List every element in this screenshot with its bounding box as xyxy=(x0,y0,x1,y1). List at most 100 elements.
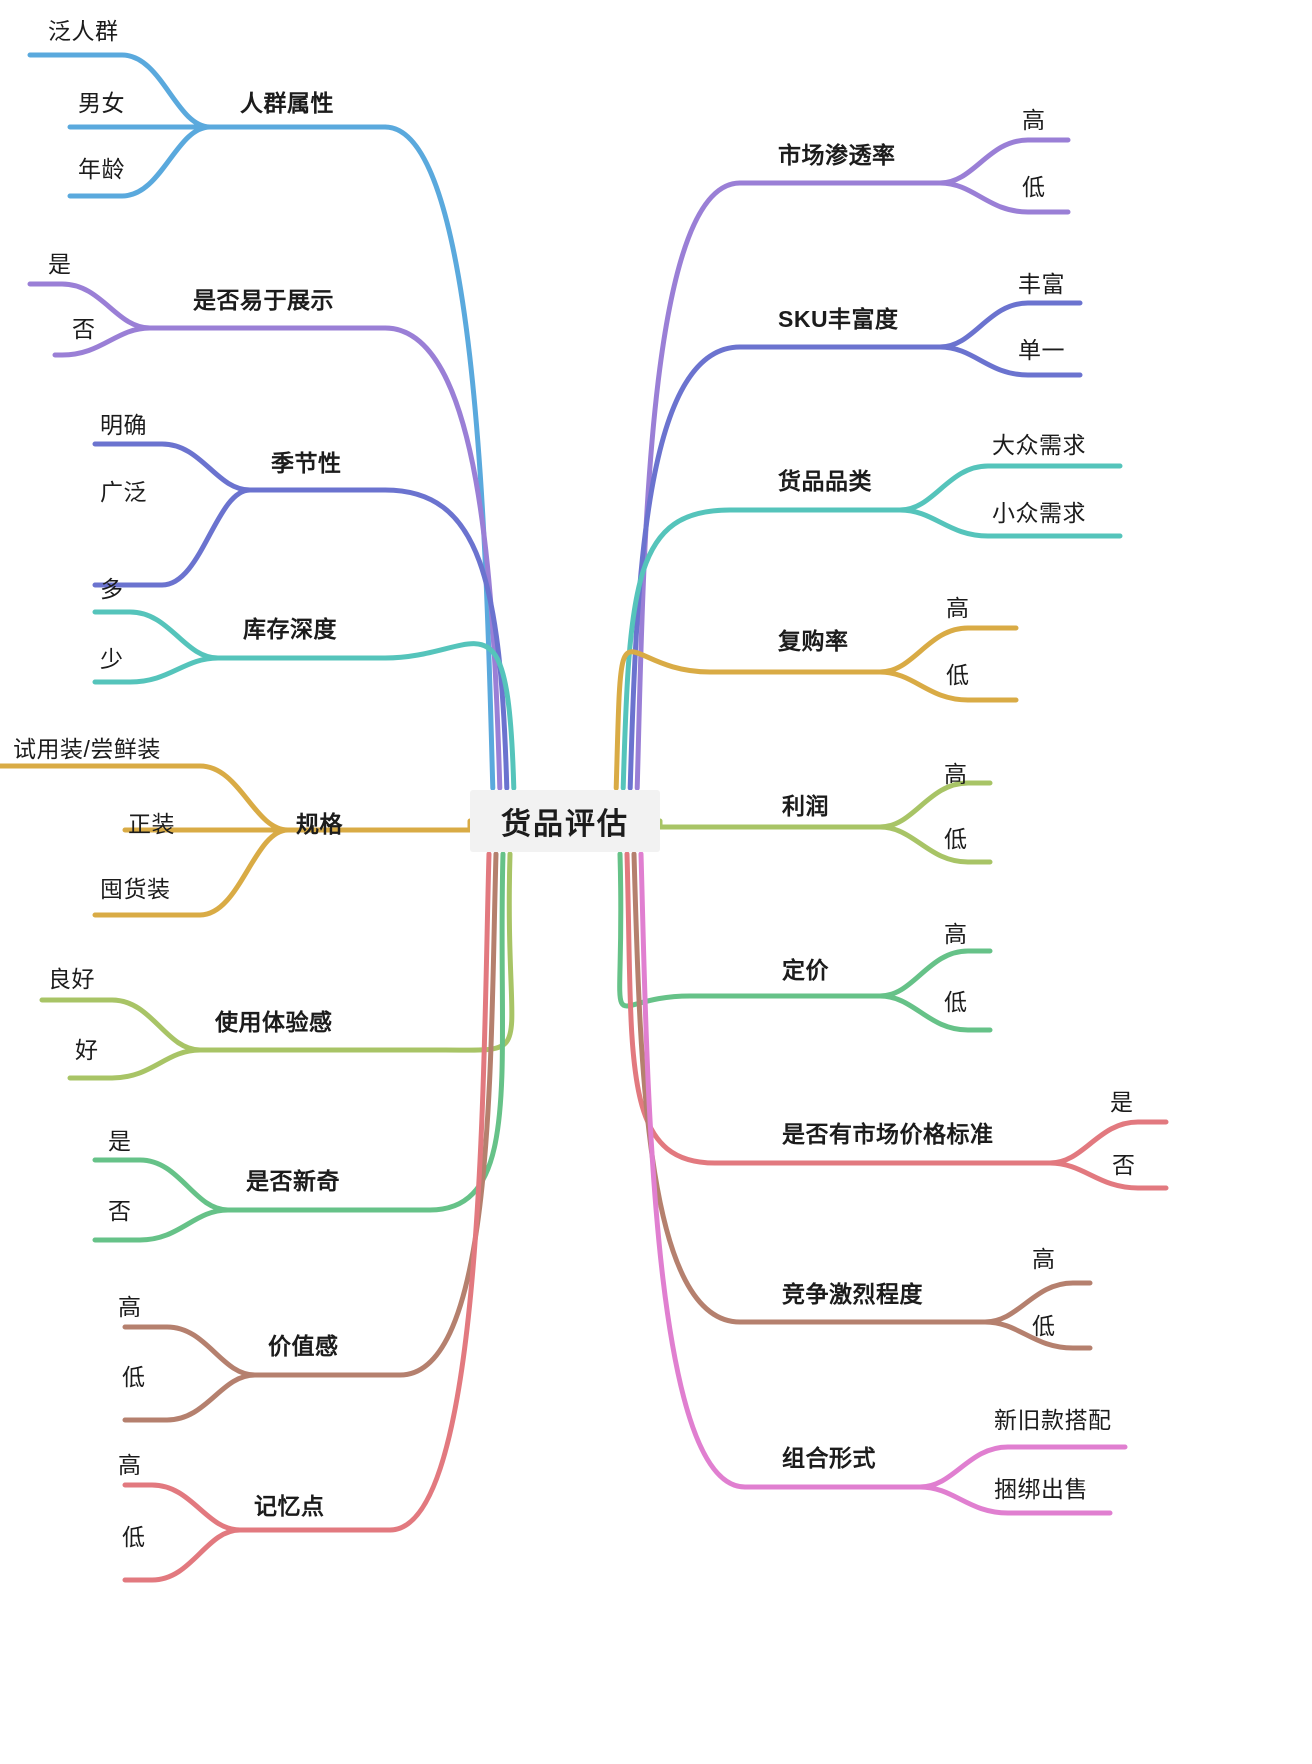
connector-path xyxy=(382,325,503,791)
connector-path xyxy=(92,1157,231,1213)
leaf-label-0-2[interactable]: 年龄 xyxy=(78,156,125,182)
leaf-label-6-1[interactable]: 否 xyxy=(108,1198,132,1224)
connector-path xyxy=(877,625,1019,675)
leaf-label-3-0[interactable]: 多 xyxy=(100,576,124,602)
leaf-right-label-6-0[interactable]: 是 xyxy=(1110,1089,1134,1115)
branch-label-right-5[interactable]: 定价 xyxy=(782,957,829,983)
connector-path xyxy=(122,1324,258,1378)
connector-path xyxy=(52,325,153,358)
branch-label-right-4[interactable]: 利润 xyxy=(782,793,829,819)
leaf-label-4-0[interactable]: 试用装/尝鲜装 xyxy=(13,736,161,762)
connector-path xyxy=(67,124,213,199)
leaf-right-label-7-1[interactable]: 低 xyxy=(1032,1313,1056,1339)
connector-path xyxy=(634,180,743,791)
connector-path xyxy=(92,441,253,493)
connector-path xyxy=(937,344,1083,378)
connector-path xyxy=(92,1207,231,1243)
connector-path xyxy=(982,1280,1093,1325)
connector-path xyxy=(620,507,733,791)
connector-path xyxy=(92,827,291,918)
connector-path xyxy=(382,641,517,791)
connector-path xyxy=(877,669,1019,703)
leaf-label-2-1[interactable]: 广泛 xyxy=(100,479,147,505)
connector-path xyxy=(937,180,1071,215)
root-node[interactable]: 货品评估 xyxy=(470,790,660,852)
leaf-label-7-1[interactable]: 低 xyxy=(122,1364,146,1390)
leaf-label-4-2[interactable]: 囤货装 xyxy=(100,876,171,902)
leaf-label-6-0[interactable]: 是 xyxy=(108,1128,132,1154)
leaf-right-label-3-1[interactable]: 低 xyxy=(946,662,970,688)
leaf-right-label-0-0[interactable]: 高 xyxy=(1022,107,1046,133)
connector-path xyxy=(397,851,499,1378)
connector-path xyxy=(613,649,713,791)
leaf-right-label-0-1[interactable]: 低 xyxy=(1022,174,1046,200)
connector-path xyxy=(877,824,993,865)
leaf-label-1-1[interactable]: 否 xyxy=(72,316,96,342)
leaf-label-2-0[interactable]: 明确 xyxy=(100,412,147,438)
leaf-right-label-8-0[interactable]: 新旧款搭配 xyxy=(994,1407,1112,1433)
branch-label-right-3[interactable]: 复购率 xyxy=(778,628,849,654)
branch-label-left-0[interactable]: 人群属性 xyxy=(240,90,334,116)
branch-label-right-0[interactable]: 市场渗透率 xyxy=(778,142,896,168)
branch-label-left-5[interactable]: 使用体验感 xyxy=(215,1009,333,1035)
leaf-right-label-8-1[interactable]: 捆绑出售 xyxy=(994,1476,1088,1502)
connector-path xyxy=(617,851,693,1009)
branch-label-left-6[interactable]: 是否新奇 xyxy=(246,1168,340,1194)
leaf-right-label-4-1[interactable]: 低 xyxy=(944,826,968,852)
connector-path xyxy=(638,851,748,1490)
branch-label-right-1[interactable]: SKU丰富度 xyxy=(778,306,899,332)
leaf-label-0-1[interactable]: 男女 xyxy=(78,90,125,116)
leaf-right-label-1-1[interactable]: 单一 xyxy=(1018,337,1065,363)
leaf-label-0-0[interactable]: 泛人群 xyxy=(48,18,119,44)
leaf-label-7-0[interactable]: 高 xyxy=(118,1294,142,1320)
connector-path xyxy=(897,463,1123,513)
connector-path xyxy=(627,344,743,791)
leaf-right-label-2-0[interactable]: 大众需求 xyxy=(992,432,1086,458)
branch-label-right-8[interactable]: 组合形式 xyxy=(782,1445,876,1471)
connector-path xyxy=(27,52,213,130)
leaf-label-3-1[interactable]: 少 xyxy=(100,646,124,672)
leaf-label-4-1[interactable]: 正装 xyxy=(128,811,175,837)
branch-label-left-8[interactable]: 记忆点 xyxy=(254,1493,325,1519)
connector-path xyxy=(877,948,993,999)
branch-label-left-7[interactable]: 价值感 xyxy=(268,1333,339,1359)
leaf-right-label-4-0[interactable]: 高 xyxy=(944,761,968,787)
connector-path xyxy=(917,1484,1113,1516)
branch-label-right-2[interactable]: 货品品类 xyxy=(778,468,872,494)
branch-label-left-1[interactable]: 是否易于展示 xyxy=(193,287,334,313)
connector-path xyxy=(624,851,718,1166)
leaf-right-label-7-0[interactable]: 高 xyxy=(1032,1246,1056,1272)
connector-path xyxy=(92,487,253,588)
leaf-right-label-5-0[interactable]: 高 xyxy=(944,921,968,947)
branch-label-left-4[interactable]: 规格 xyxy=(296,811,343,837)
branch-label-right-7[interactable]: 竞争激烈程度 xyxy=(782,1281,923,1307)
connector-path xyxy=(387,851,492,1533)
connector-path xyxy=(67,1047,203,1081)
leaf-right-label-2-1[interactable]: 小众需求 xyxy=(992,500,1086,526)
connector-path xyxy=(122,1527,243,1583)
connector-path xyxy=(382,487,510,791)
leaf-label-5-1[interactable]: 好 xyxy=(75,1037,99,1063)
connector-path xyxy=(937,300,1083,350)
connector-path xyxy=(1047,1119,1169,1166)
connector-path xyxy=(382,124,496,791)
leaf-label-8-1[interactable]: 低 xyxy=(122,1524,146,1550)
connector-path xyxy=(122,1482,243,1533)
connector-path xyxy=(917,1444,1128,1490)
leaf-right-label-5-1[interactable]: 低 xyxy=(944,989,968,1015)
branch-label-left-2[interactable]: 季节性 xyxy=(271,450,342,476)
branch-label-right-6[interactable]: 是否有市场价格标准 xyxy=(782,1121,994,1147)
leaf-label-5-0[interactable]: 良好 xyxy=(48,966,95,992)
leaf-right-label-3-0[interactable]: 高 xyxy=(946,595,970,621)
branch-label-left-3[interactable]: 库存深度 xyxy=(243,616,337,642)
leaf-label-1-0[interactable]: 是 xyxy=(48,251,72,277)
connector-path xyxy=(39,997,203,1053)
leaf-right-label-1-0[interactable]: 丰富 xyxy=(1018,271,1065,297)
leaf-right-label-6-1[interactable]: 否 xyxy=(1112,1152,1136,1178)
connector-path xyxy=(897,507,1123,539)
connector-path xyxy=(982,1319,1093,1351)
leaf-label-8-0[interactable]: 高 xyxy=(118,1452,142,1478)
connector-path xyxy=(92,609,221,661)
